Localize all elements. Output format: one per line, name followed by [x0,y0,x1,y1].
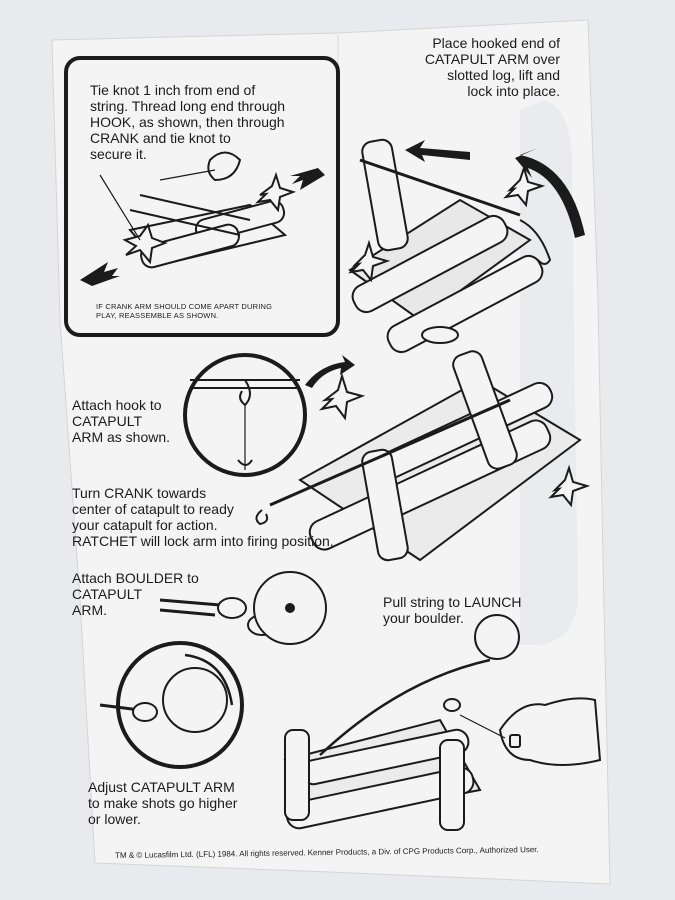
catapult-illustration [283,614,520,831]
hook-closeup-detail [190,379,300,470]
attach-boulder-instruction: Attach BOULDER to CATAPULT ARM. [72,570,199,618]
catapult-illustration [348,138,552,354]
arrow-icon [305,355,355,388]
arrow-icon [405,140,585,238]
arrow-icon [80,168,325,286]
boulder-illustration [159,571,327,645]
tie-knot-instruction: Tie knot 1 inch from end of string. Thre… [90,82,286,162]
crank-assembly-illustration [99,151,297,269]
turn-crank-instruction: Turn CRANK towards center of catapult to… [72,485,334,549]
attach-hook-instruction: Attach hook to CATAPULT ARM as shown. [72,397,171,445]
show-through-band [520,100,578,645]
catapult-illustration [255,350,591,562]
place-arm-instruction: Place hooked end of CATAPULT ARM over sl… [424,35,560,99]
crank-note: IF CRANK ARM SHOULD COME APART DURING PL… [96,302,273,320]
pull-string-instruction: Pull string to LAUNCH your boulder. [383,594,522,626]
boulder-illustration [99,653,234,733]
hand-illustration [459,697,602,766]
instruction-box-border [64,56,340,337]
adjust-arm-instruction: Adjust CATAPULT ARM to make shots go hig… [88,779,238,827]
